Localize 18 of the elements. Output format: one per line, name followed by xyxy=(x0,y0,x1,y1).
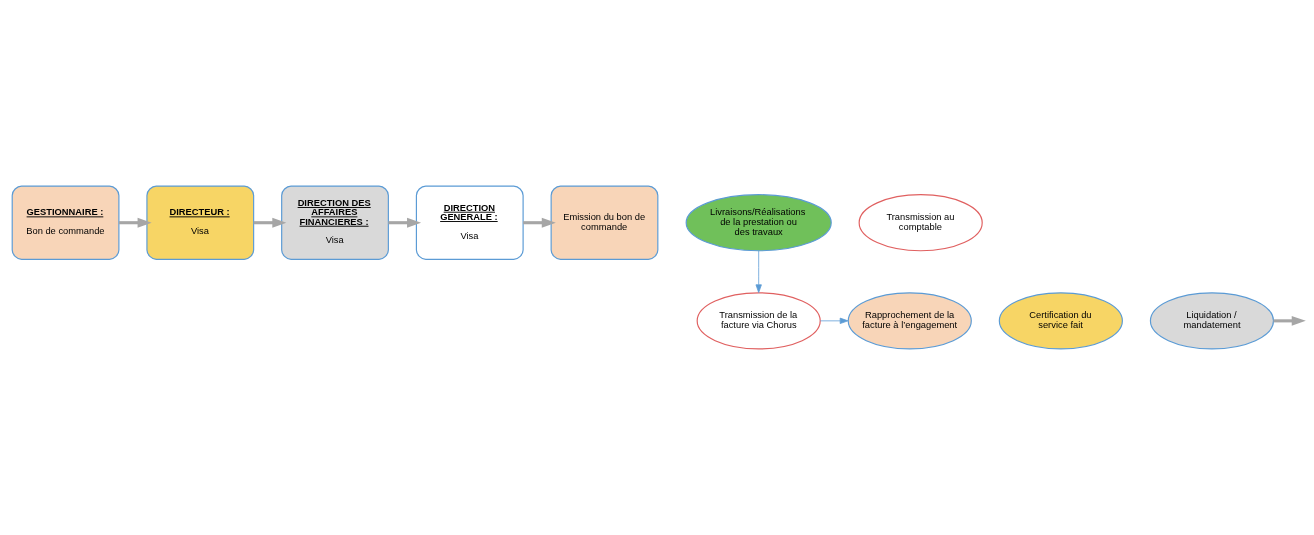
node-ellipse: Livraisons/Réalisations de la prestation ou des travaux xyxy=(685,194,832,252)
node-ellipse: Certification du service fait xyxy=(998,292,1123,350)
node-box: GESTIONNAIRE : Bon de commande xyxy=(11,185,120,260)
arrow xyxy=(755,250,762,293)
node-ellipse: Liquidation / mandatement xyxy=(1149,292,1275,350)
arrow xyxy=(1273,315,1306,326)
node-ellipse: Transmission de la facture via Chorus xyxy=(696,292,821,350)
arrow xyxy=(388,217,422,228)
arrow xyxy=(523,217,556,228)
node-box: DIRECTION GENERALE : Visa xyxy=(415,185,524,260)
node-box: DIRECTION DES AFFAIRES FINANCIERES : Visa xyxy=(281,185,389,260)
arrow xyxy=(253,217,287,228)
node-ellipse: Transmission au comptable xyxy=(858,194,983,252)
node-box: Emission du bon de commande xyxy=(550,185,659,260)
arrow xyxy=(118,217,152,228)
node-box: DIRECTEUR : Visa xyxy=(146,185,255,260)
arrow xyxy=(819,317,849,324)
node-ellipse: Rapprochement de la facture à l’engagement xyxy=(847,292,972,350)
